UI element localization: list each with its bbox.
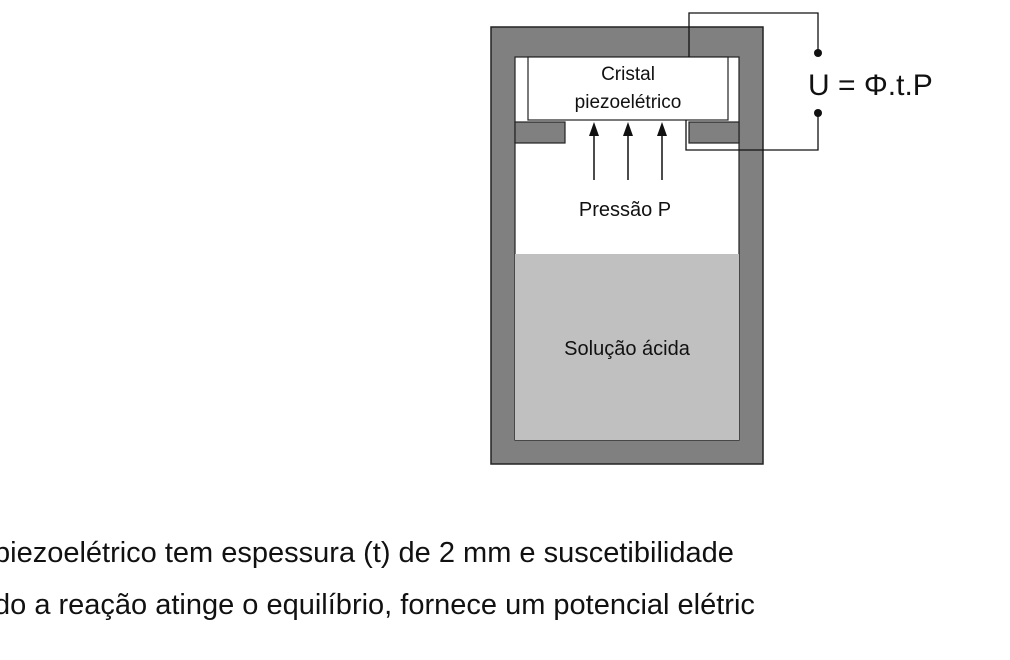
pressure-arrow-3-head (657, 122, 667, 136)
crystal-support-right (688, 121, 740, 144)
terminal-top (814, 49, 822, 57)
pressure-arrow-2-head (623, 122, 633, 136)
acid-solution (515, 254, 739, 440)
crystal-label-line1: Cristal (601, 64, 655, 85)
solution-label: Solução ácida (564, 338, 691, 360)
pressure-arrow-1-head (589, 122, 599, 136)
piezo-cell-diagram: Cristal piezoelétrico Pressão P Solução … (490, 12, 933, 465)
terminal-bottom (814, 109, 822, 117)
piezoelectric-crystal (527, 56, 729, 121)
circuit-wires (685, 12, 819, 151)
wire-top (688, 12, 819, 57)
pressure-label: Pressão P (579, 199, 671, 221)
voltage-equation: U = Φ.t.P (808, 69, 933, 102)
caption-line-1: piezoelétrico tem espessura (t) de 2 mm … (0, 537, 734, 569)
crystal-support-left (514, 121, 566, 144)
crystal-label-line2: piezoelétrico (575, 92, 682, 113)
pressure-arrows (589, 122, 667, 180)
wire-bottom (685, 113, 819, 151)
caption-line-2: do a reação atinge o equilíbrio, fornece… (0, 589, 755, 621)
